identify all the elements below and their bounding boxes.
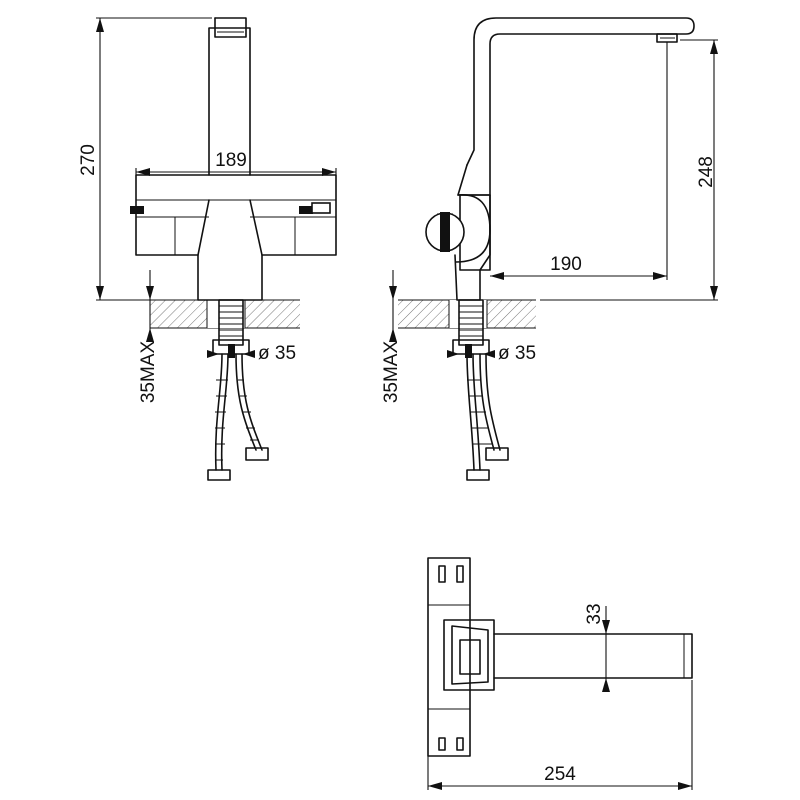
top-body [427,557,471,757]
top-length-dimension: 254 [427,680,693,790]
front-countertop [150,299,300,329]
front-hole-label: ø 35 [258,343,296,364]
top-view: 33 254 [427,557,693,790]
side-reach-label: 190 [550,254,582,275]
side-supply-hoses [466,353,509,481]
side-height-label: 248 [696,156,717,188]
front-handle-body [130,174,337,301]
side-view: 248 190 ø 35 35MAX [381,17,718,481]
side-hole-label: ø 35 [498,343,536,364]
front-max-thickness-dimension: 35MAX [138,270,159,403]
front-width-dimension: 189 [135,150,337,176]
front-width-label: 189 [215,150,247,171]
front-hole-dimension: ø 35 [207,343,296,364]
front-view: 270 189 ø 35 35MAX [78,17,337,481]
front-mounting-shank [212,299,250,358]
side-height-dimension: 248 [540,39,718,301]
side-spout [466,17,695,196]
top-spout-dimension: 33 [584,603,610,692]
side-hole-dimension: ø 35 [447,343,536,364]
side-max-thickness-label: 35MAX [381,341,402,404]
side-max-thickness-dimension: 35MAX [381,270,402,403]
front-spout-column [208,17,251,176]
top-length-label: 254 [544,764,576,785]
front-height-dimension: 270 [78,17,212,301]
side-mounting-shank [452,299,490,358]
front-height-label: 270 [78,144,99,176]
top-spout-label: 33 [584,603,605,624]
side-body [425,164,491,301]
front-supply-hoses [207,353,269,481]
side-reach-dimension: 190 [490,42,668,280]
side-countertop [398,299,536,329]
top-spout-arm [443,619,693,691]
front-max-thickness-label: 35MAX [138,341,159,404]
